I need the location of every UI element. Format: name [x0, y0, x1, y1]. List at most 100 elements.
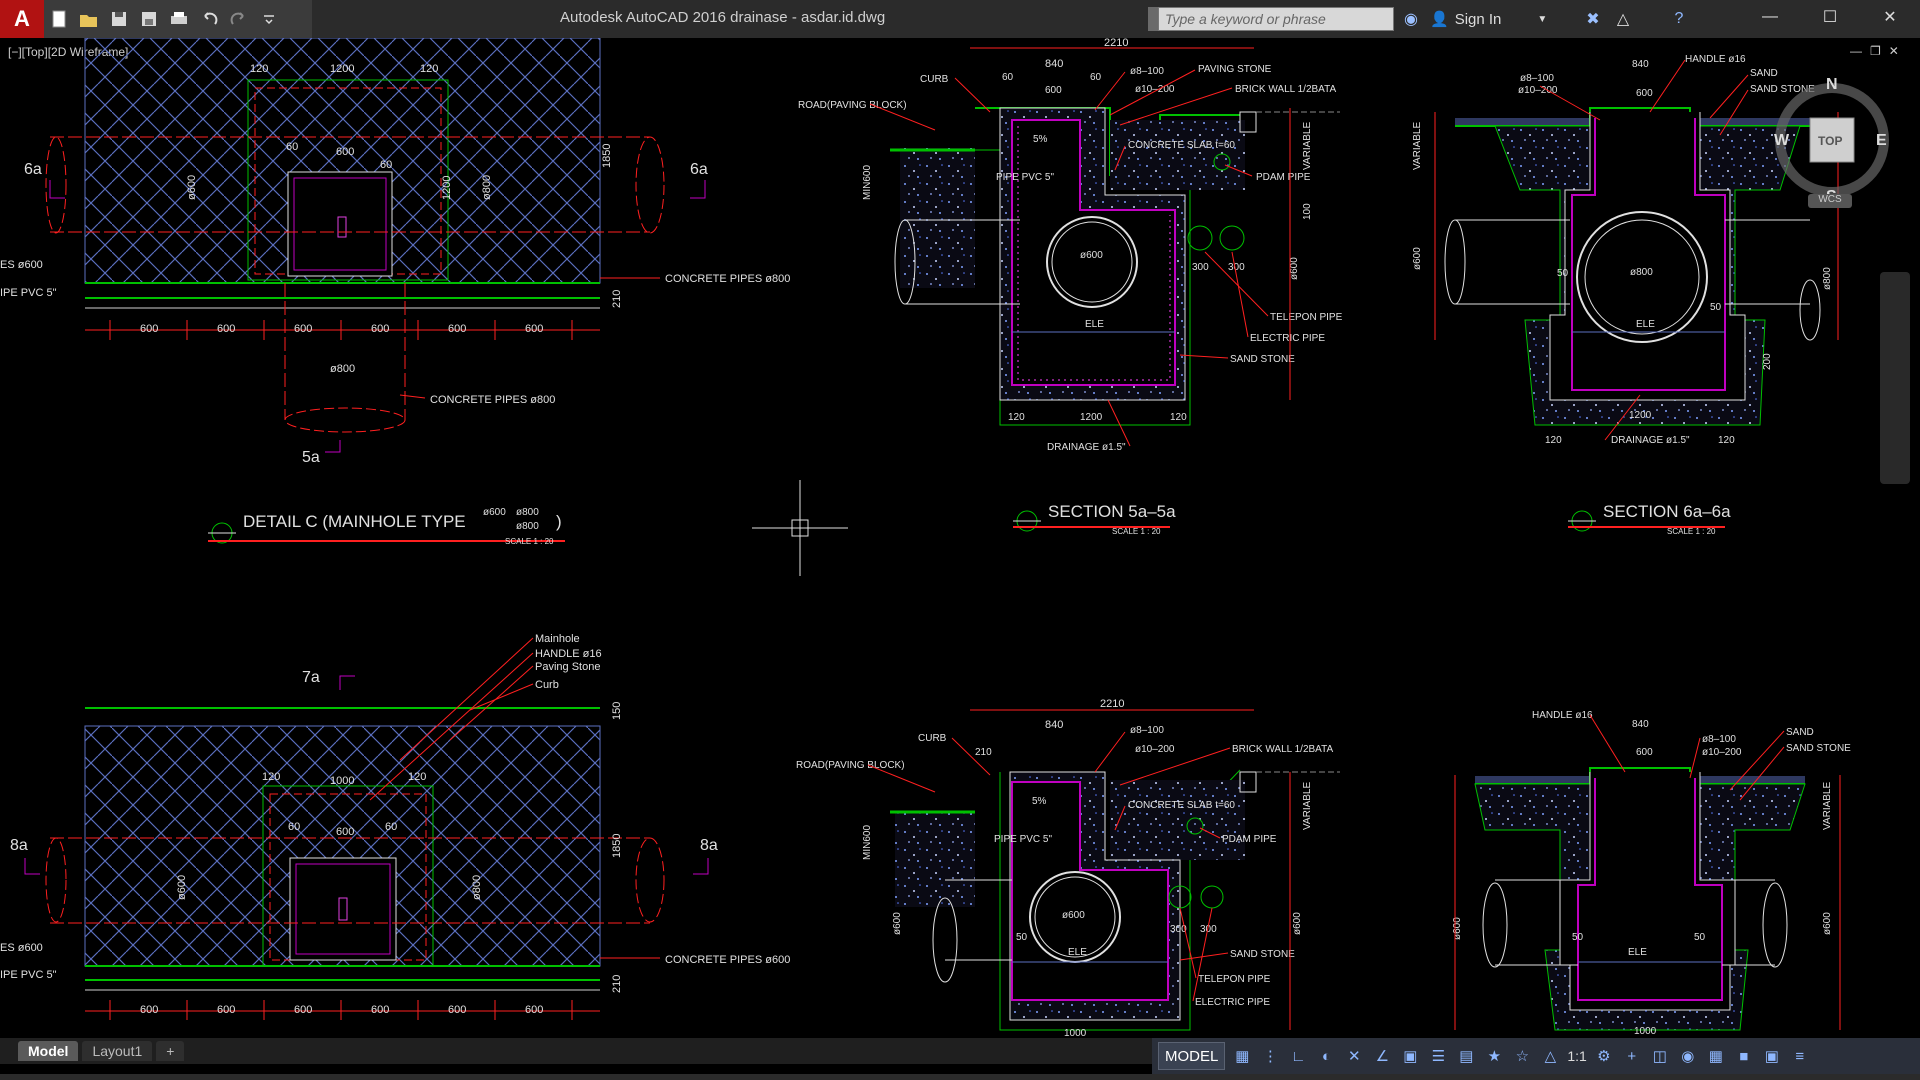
- undo-icon[interactable]: [194, 4, 224, 34]
- viewport-minimize-icon[interactable]: —: [1850, 44, 1862, 58]
- minimize-button[interactable]: —: [1762, 8, 1778, 25]
- workspace-gear-icon[interactable]: ⚙: [1597, 1048, 1611, 1065]
- callout-road: ROAD(PAVING BLOCK): [798, 100, 907, 111]
- save-icon[interactable]: [104, 4, 134, 34]
- cad-drawing[interactable]: 600 600 600 600 600 600 120 1200 120 60 …: [0, 38, 1920, 1038]
- dim-label: 600: [525, 323, 543, 335]
- dim-label: 120: [408, 771, 426, 783]
- viewcube-west[interactable]: W: [1774, 132, 1790, 149]
- grid-icon[interactable]: ▦: [1235, 1048, 1250, 1065]
- sign-in-label: Sign In: [1454, 10, 1502, 28]
- dim-label: ø600: [1062, 910, 1085, 921]
- maximize-button[interactable]: ☐: [1822, 9, 1838, 26]
- dim-label: 600: [371, 323, 389, 335]
- dim-label: 1000: [330, 775, 354, 787]
- tab-model[interactable]: Model: [18, 1041, 79, 1061]
- viewcube-top-face[interactable]: TOP: [1818, 134, 1843, 148]
- dim-label: 60: [1090, 72, 1102, 83]
- isolate-objects-icon[interactable]: ■: [1739, 1047, 1749, 1065]
- callout-paving: PAVING STONE: [1198, 64, 1272, 75]
- dim-label: 50: [1016, 932, 1028, 943]
- lineweight-icon[interactable]: ☰: [1431, 1048, 1446, 1065]
- annotation-visibility-icon[interactable]: ★: [1487, 1048, 1502, 1065]
- callout-label: ES ø600: [0, 942, 43, 954]
- detail-c-scale: SCALE 1 : 20: [505, 537, 554, 546]
- plan-lower: 600 600 600 600 600 600 120 1000 120 60 …: [0, 633, 790, 1020]
- polar-tracking-icon[interactable]: ◐: [1321, 1047, 1331, 1065]
- viewport-restore-icon[interactable]: ❐: [1870, 44, 1881, 58]
- callout-handle: HANDLE ø16: [1685, 54, 1746, 65]
- dim-label: VARIABLE: [1822, 782, 1833, 830]
- new-file-icon[interactable]: [44, 4, 74, 34]
- chevron-down-icon: ▼: [1537, 13, 1548, 25]
- snap-icon[interactable]: ⋮: [1262, 1048, 1278, 1065]
- callout-drainage: DRAINAGE ø1.5": [1611, 435, 1690, 446]
- a360-icon[interactable]: △: [1616, 11, 1630, 28]
- wcs-menu[interactable]: WCS: [1808, 194, 1852, 208]
- dim-label: 840: [1045, 719, 1063, 731]
- redo-icon[interactable]: [224, 4, 254, 34]
- close-window-button[interactable]: ✕: [1883, 9, 1897, 26]
- binoculars-icon[interactable]: ◉: [1404, 11, 1418, 28]
- dim-label: 600: [371, 1004, 389, 1016]
- callout-rebar: ø8–100: [1520, 73, 1554, 84]
- viewcube-east[interactable]: E: [1876, 132, 1887, 149]
- dim-label: 600: [217, 1004, 235, 1016]
- section-marker-8a-right: 8a: [700, 837, 718, 854]
- detail-c-title: DETAIL C (MAINHOLE TYPE: [243, 512, 466, 531]
- callout-rebar: ø8–100: [1130, 66, 1164, 77]
- navigation-bar[interactable]: [1880, 272, 1910, 484]
- dim-label: ø800: [471, 875, 483, 900]
- section-6a-drawing: 840 HANDLE ø16 ø8–100 ø10–200 SAND SAND …: [1412, 54, 1839, 536]
- search-expand-icon[interactable]: [1148, 7, 1160, 31]
- viewport-close-icon[interactable]: ✕: [1888, 44, 1899, 58]
- add-workspace-icon[interactable]: +: [1627, 1047, 1637, 1065]
- hardware-acceleration-icon[interactable]: ▦: [1708, 1048, 1723, 1065]
- dim-label: 60: [288, 821, 300, 833]
- annotation-scale-value[interactable]: 1:1: [1567, 1048, 1587, 1064]
- ortho-icon[interactable]: ∟: [1291, 1047, 1306, 1065]
- model-space-button[interactable]: MODEL: [1158, 1042, 1226, 1070]
- callout-sand: SAND: [1750, 68, 1778, 79]
- exchange-apps-icon[interactable]: ✖: [1586, 11, 1600, 28]
- isometric-icon[interactable]: ✕: [1348, 1048, 1361, 1065]
- dim-label: VARIABLE: [1412, 122, 1423, 170]
- clean-screen-icon[interactable]: ▣: [1764, 1048, 1779, 1065]
- dim-label: 60: [286, 141, 298, 153]
- save-as-icon[interactable]: [134, 4, 164, 34]
- add-layout-button[interactable]: +: [156, 1041, 185, 1061]
- object-snap-icon[interactable]: ▣: [1403, 1048, 1418, 1065]
- dim-label: 60: [380, 159, 392, 171]
- callout-sand-stone: SAND STONE: [1230, 354, 1295, 365]
- units-icon[interactable]: ◫: [1652, 1048, 1667, 1065]
- tab-layout1[interactable]: Layout1: [82, 1041, 153, 1061]
- sign-in-button[interactable]: 👤 Sign In ▼: [1430, 6, 1547, 32]
- dim-label: VARIABLE: [1302, 782, 1313, 830]
- dim-label: 210: [611, 290, 623, 308]
- dim-label: 100: [1302, 203, 1313, 220]
- customize-toolbar-icon[interactable]: [254, 4, 284, 34]
- section-lower-right: HANDLE ø16 840 600 ø8–100 ø10–200 SAND S…: [1452, 710, 1851, 1037]
- application-menu-button[interactable]: A: [0, 0, 44, 38]
- auto-scale-icon[interactable]: ☆: [1515, 1048, 1530, 1065]
- viewcube[interactable]: N S E W TOP WCS: [1770, 76, 1910, 228]
- dim-label: 60: [385, 821, 397, 833]
- help-icon[interactable]: ?: [1674, 10, 1684, 27]
- dim-label: VARIABLE: [1302, 122, 1313, 170]
- dim-label: 600: [1636, 747, 1653, 758]
- transparency-icon[interactable]: ▤: [1459, 1048, 1474, 1065]
- object-snap-tracking-icon[interactable]: ∠: [1375, 1048, 1390, 1065]
- dim-label: 1000: [1064, 1028, 1087, 1038]
- dim-label: 600: [217, 323, 235, 335]
- search-input[interactable]: Type a keyword or phrase: [1158, 7, 1394, 31]
- open-file-icon[interactable]: [74, 4, 104, 34]
- customization-menu-icon[interactable]: ≡: [1795, 1047, 1805, 1065]
- annotation-scale-icon[interactable]: △: [1544, 1048, 1557, 1065]
- dim-label: 120: [1008, 412, 1025, 423]
- quick-properties-icon[interactable]: ◉: [1681, 1048, 1695, 1065]
- title-bar: A Autodesk AutoCAD 2016 drainase - asdar…: [0, 0, 1920, 38]
- callout-rebar: ø10–200: [1702, 747, 1742, 758]
- plot-icon[interactable]: [164, 4, 194, 34]
- section-6a-scale: SCALE 1 : 20: [1667, 527, 1716, 536]
- viewcube-north[interactable]: N: [1826, 76, 1838, 93]
